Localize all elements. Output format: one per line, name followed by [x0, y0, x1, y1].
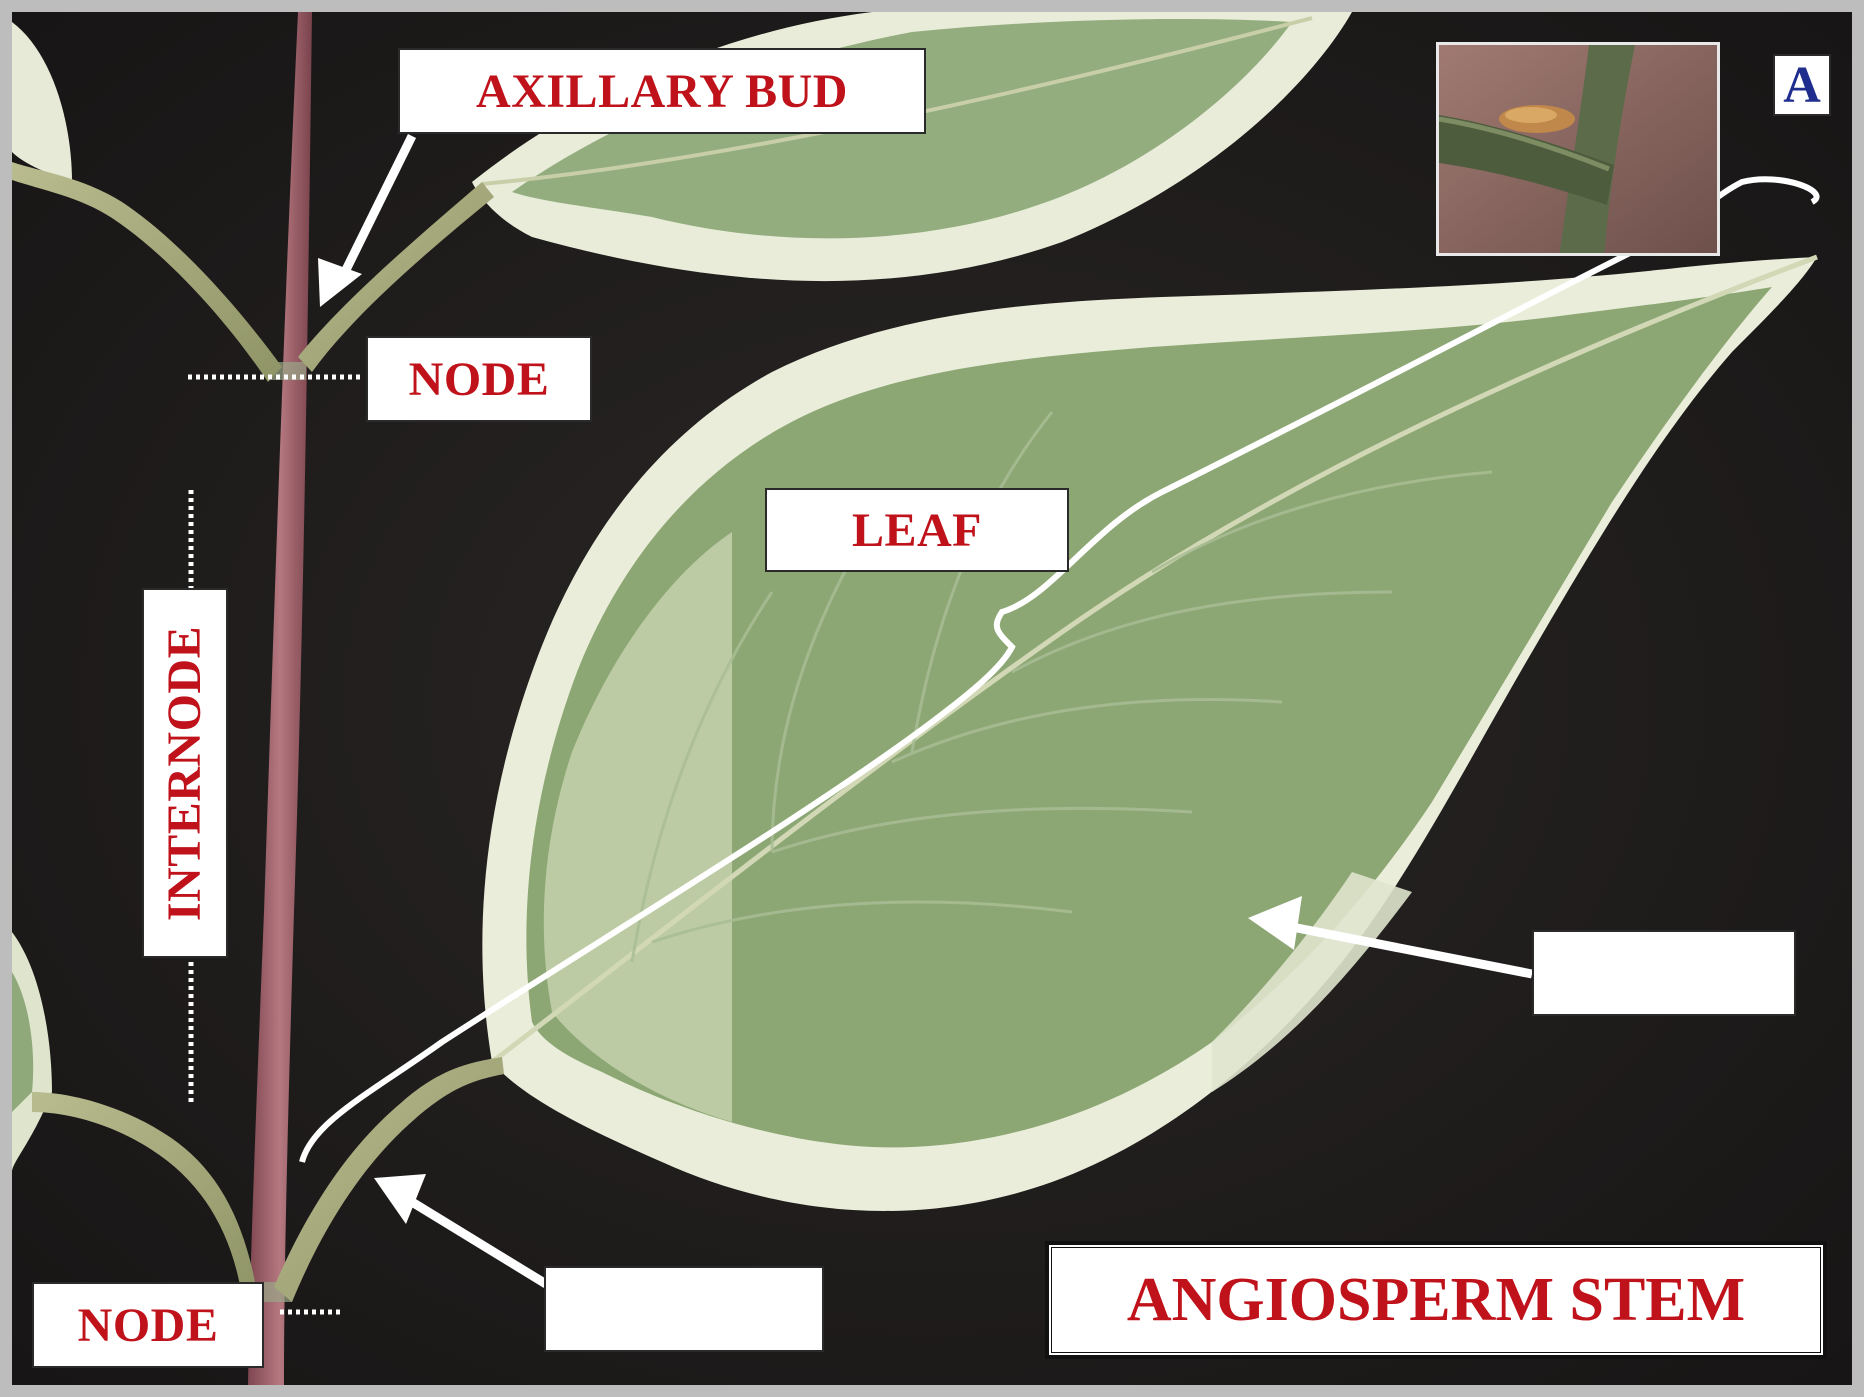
axillary-bud-inset-photo	[1436, 42, 1720, 256]
panel-letter-badge: A	[1773, 54, 1831, 116]
label-internode: INTERNODE	[142, 588, 228, 958]
label-node-bottom: NODE	[32, 1282, 264, 1368]
blank-label-petiole[interactable]	[544, 1266, 824, 1352]
label-node-top: NODE	[366, 336, 592, 422]
label-leaf: LEAF	[765, 488, 1069, 572]
blank-label-leaf-blade[interactable]	[1532, 930, 1796, 1016]
label-internode-text: INTERNODE	[158, 625, 213, 920]
diagram-canvas: A AXILLARY BUD NODE LEAF INTERNODE NODE …	[12, 12, 1852, 1385]
label-axillary-bud: AXILLARY BUD	[398, 48, 926, 134]
diagram-title: ANGIOSPERM STEM	[1048, 1244, 1824, 1356]
